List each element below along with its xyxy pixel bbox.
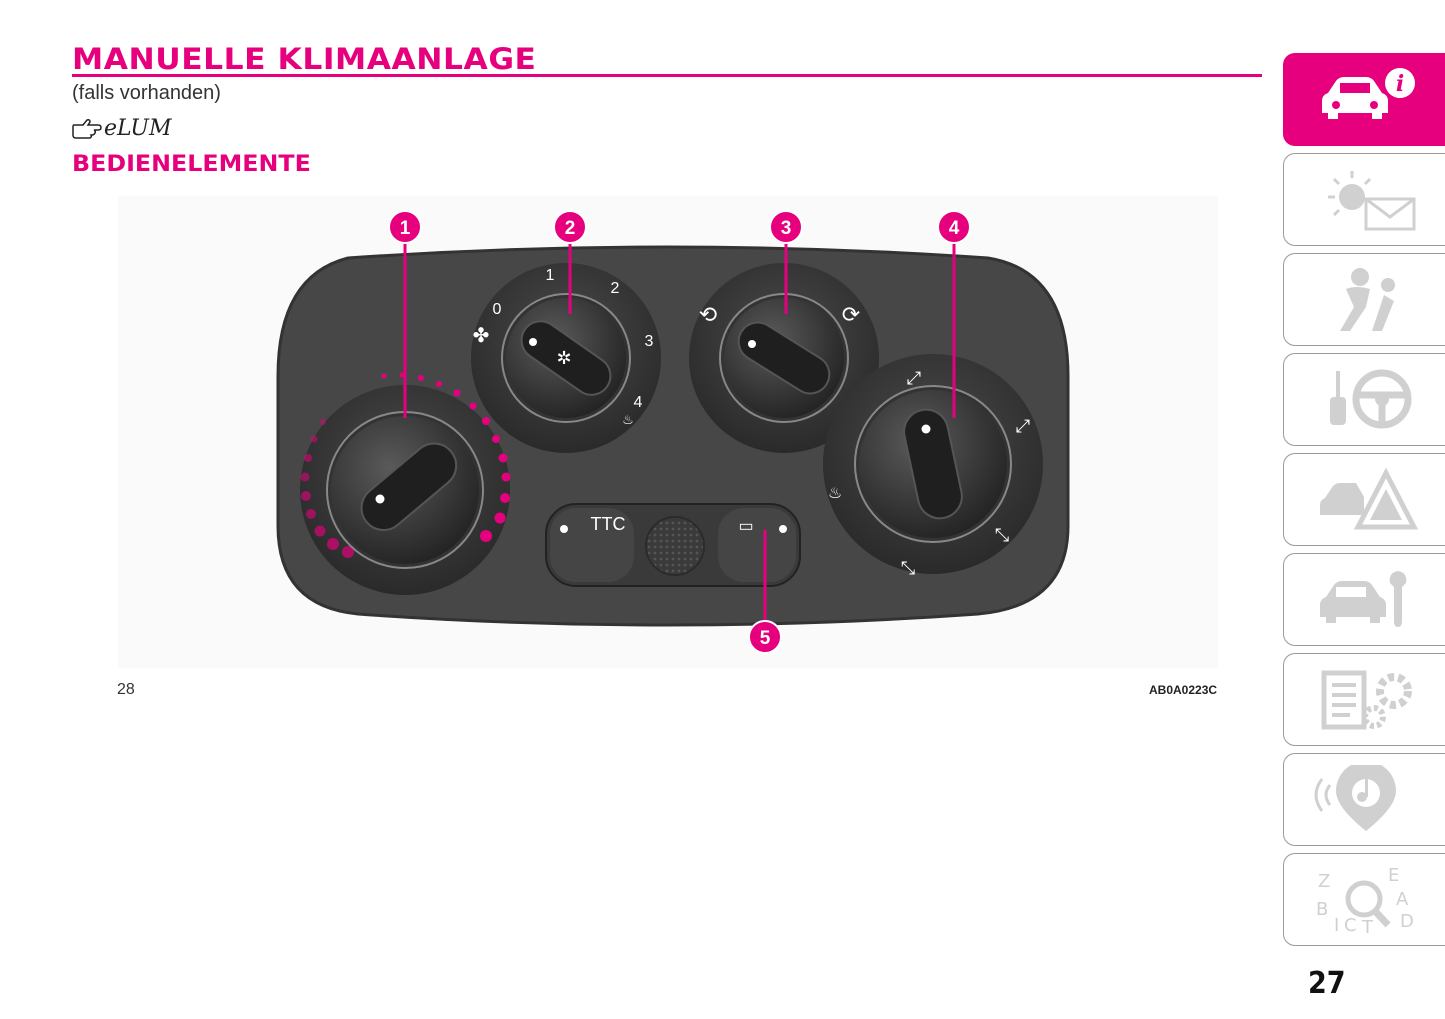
technical-data-icon (1321, 670, 1412, 729)
outside-air-icon: ⟲ (699, 302, 717, 327)
page-number: 27 (1308, 966, 1346, 1001)
elum-marker: eLUM (72, 114, 172, 142)
warning-light-message-icon (1327, 170, 1415, 230)
svg-text:B: B (1316, 899, 1328, 920)
ttc-button-label: TTC (591, 514, 626, 534)
callout-4: 4 (949, 218, 960, 239)
vent-face-icon: ⤢ (907, 368, 922, 388)
rear-window-defrost-icon: ▭ (738, 518, 753, 535)
vent-face-feet-icon: ⤢ (1016, 416, 1031, 436)
key-steering-wheel-icon (1329, 369, 1411, 428)
temperature-scale-dots (300, 372, 511, 558)
fan-scale-1: 1 (546, 267, 555, 284)
fan-scale-0: 0 (493, 301, 502, 318)
temperature-knob[interactable] (300, 372, 511, 596)
svg-text:E: E (1388, 865, 1399, 886)
page-title: MANUELLE KLIMAANLAGE (72, 42, 537, 76)
fan-scale-4: 4 (634, 394, 643, 411)
callouts (403, 240, 956, 626)
tab-technical-data[interactable] (1283, 653, 1445, 746)
button-bar: TTC ▭ (545, 503, 801, 587)
svg-text:A: A (1396, 889, 1409, 910)
svg-text:C: C (1344, 915, 1357, 935)
callout-markers: 1 2 3 4 5 (388, 210, 971, 654)
recirculation-icon: ⟳ (842, 302, 860, 327)
climate-panel-illustration: ✲ ✤ 0 1 2 3 4 ♨ ⟲ ⟳ ⤢ ⤢ ⤡ (276, 210, 1070, 654)
car-info-icon: i (1321, 67, 1415, 119)
fan-speed-knob[interactable]: ✲ ✤ 0 1 2 3 4 ♨ (471, 263, 661, 453)
windscreen-defrost-icon: ♨ (828, 485, 842, 502)
fan-icon: ✤ (473, 325, 490, 347)
emergency-triangle-icon (1319, 467, 1418, 529)
climate-control-figure: ✲ ✤ 0 1 2 3 4 ♨ ⟲ ⟳ ⤢ ⤢ ⤡ (118, 196, 1218, 668)
air-distribution-knob[interactable]: ⤢ ⤢ ⤡ ⤡ ♨ (823, 354, 1043, 578)
figure-page-reference: 28 (117, 681, 135, 698)
svg-text:D: D (1400, 911, 1414, 932)
page-subtitle: (falls vorhanden) (72, 82, 221, 104)
tab-multimedia[interactable] (1283, 753, 1445, 846)
callout-3: 3 (781, 218, 792, 239)
vent-feet-icon: ⤡ (995, 525, 1009, 545)
callout-5: 5 (760, 628, 771, 649)
callout-2: 2 (565, 218, 576, 239)
tab-emergency[interactable] (1283, 453, 1445, 546)
elum-label: eLUM (104, 115, 172, 141)
tab-starting-driving[interactable] (1283, 353, 1445, 446)
interior-temperature-sensor (645, 516, 705, 576)
pointing-hand-icon (72, 119, 102, 139)
tab-maintenance[interactable] (1283, 553, 1445, 646)
tab-warning-lights[interactable] (1283, 153, 1445, 246)
title-rule (72, 74, 1262, 77)
tab-safety[interactable] (1283, 253, 1445, 346)
section-title: BEDIENELEMENTE (72, 152, 311, 177)
svg-text:T: T (1361, 917, 1374, 935)
ac-snowflake-icon: ✲ (556, 348, 571, 368)
fan-scale-3: 3 (645, 333, 654, 350)
figure-code: AB0A0223C (1149, 683, 1218, 697)
car-maintenance-icon (1319, 570, 1406, 627)
svg-text:I: I (1334, 915, 1339, 935)
callout-1: 1 (400, 218, 411, 239)
airbag-safety-icon (1339, 267, 1395, 331)
vent-feet-defrost-icon: ⤡ (901, 558, 915, 578)
defrost-small-icon: ♨ (622, 412, 634, 427)
tab-car-info[interactable]: i (1283, 53, 1445, 146)
svg-text:Z: Z (1318, 871, 1330, 892)
fan-scale-2: 2 (611, 280, 620, 297)
recirculation-knob[interactable]: ⟲ ⟳ (689, 263, 879, 453)
svg-text:i: i (1395, 71, 1403, 97)
multimedia-icon (1314, 764, 1396, 831)
